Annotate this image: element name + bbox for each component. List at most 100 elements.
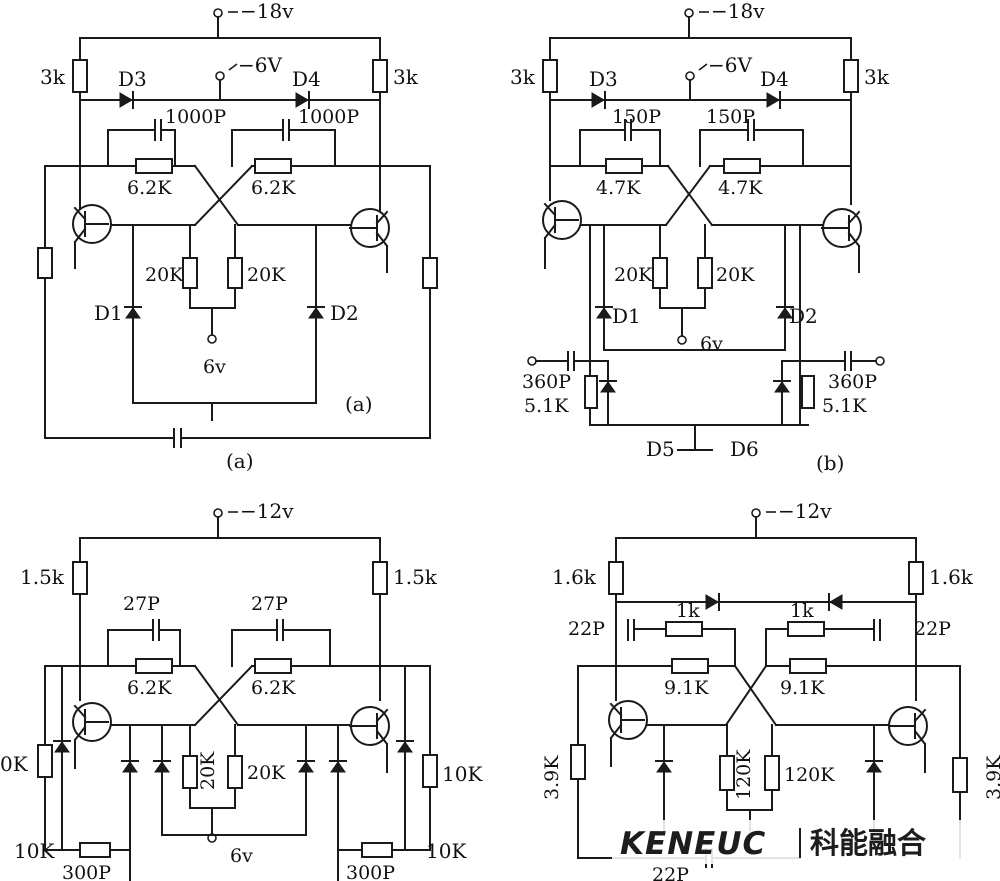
watermark: KENEUC 科能融合 (612, 820, 972, 864)
side-r-label-right-c: 10K (442, 762, 483, 786)
tag-b: (b) (816, 451, 844, 475)
emitter-r-label-left-a: 20K (145, 264, 184, 286)
side-resistor-right-c (422, 754, 438, 788)
diode-4-d (866, 761, 882, 773)
series-r-label-right-d: 1k (790, 600, 814, 622)
base-resistor-left-a (135, 158, 173, 174)
diode-d3-label-a: D3 (118, 67, 147, 91)
bottom-resistor-left-c (79, 842, 111, 858)
circuit-a: −18v 3k 3k D3 D4 −6V 1000P (37, 0, 438, 473)
cap-label-left-b: 150P (612, 106, 661, 128)
collector-r-label-right-b: 3k (864, 65, 890, 89)
emitter-r-label-left-b: 20K (614, 264, 653, 286)
base-r-label-right-a: 6.2K (251, 177, 296, 199)
diode-d3-a (119, 92, 133, 108)
supply-label-b: −18v (711, 0, 765, 23)
side-r-label-left-d: 3.9K (541, 755, 563, 800)
collector-resistor-right-c (372, 561, 388, 595)
diode-d2-a (308, 307, 324, 319)
collector-resistor-left-b (542, 59, 558, 93)
base-resistor-left-b (605, 158, 643, 174)
trigger-r-label-right-b: 5.1K (822, 395, 867, 417)
diode-d5-b (600, 381, 616, 393)
base-r-label-right-b: 4.7K (718, 177, 763, 199)
base-resistor-left-c (135, 658, 173, 674)
diode-3-c (298, 761, 314, 773)
trigger-r-label-left-b: 5.1K (524, 395, 569, 417)
collector-resistor-right-a (372, 59, 388, 93)
bottom-cap-label-right-c: 300P (346, 862, 395, 881)
diode-side-right-c (397, 741, 413, 753)
diode-1-d (705, 594, 719, 610)
trigger-resistor-left-b (584, 375, 598, 409)
collector-r-label-left-a: 3k (40, 65, 66, 89)
mid-supply-label-a: −6V (238, 53, 282, 77)
bias-label-b: 6v (700, 333, 723, 355)
diode-d1-label-b: D1 (612, 304, 641, 328)
collector-r-label-left-b: 3k (510, 65, 536, 89)
base-r-label-left-d: 9.1K (664, 677, 709, 699)
trigger-cap-label-left-b: 360P (522, 371, 571, 393)
base-r-label-left-b: 4.7K (596, 177, 641, 199)
emitter-r-label-right-b: 20K (716, 264, 755, 286)
side-resistor-right-a (422, 257, 438, 289)
base-r-label-left-c: 6.2K (127, 677, 172, 699)
series-r-label-left-d: 1k (676, 600, 700, 622)
collector-resistor-left-a (72, 59, 88, 93)
bottom-cap-label-left-c: 300P (62, 862, 111, 881)
diode-2-d (829, 594, 843, 610)
diode-d4-label-a: D4 (292, 67, 321, 91)
bottom-r-label-right-c: 10K (426, 839, 467, 863)
bottom-r-label-left-c: 10K (14, 839, 55, 863)
diode-d2-b (777, 307, 793, 319)
circuit-d: −12v 1.6k 1.6k 22P 1k 1k 22P (541, 499, 1000, 881)
diode-d6-b (774, 381, 790, 393)
mid-supply-label-b: −6V (708, 53, 752, 77)
diode-d4-b (766, 92, 780, 108)
emitter-resistor-left-c (182, 755, 198, 789)
cap-label-left-a: 1000P (165, 106, 226, 128)
diode-d6-label-b: D6 (730, 437, 759, 461)
diode-d2-label-b: D2 (789, 304, 818, 328)
base-r-label-left-a: 6.2K (127, 177, 172, 199)
emitter-resistor-left-d (719, 755, 735, 791)
emitter-r-label-right-c: 20K (247, 762, 286, 784)
base-r-label-right-c: 6.2K (251, 677, 296, 699)
diode-side-left-c (54, 741, 70, 753)
side-resistor-left-c (37, 744, 53, 778)
tag-inner-a: (a) (345, 392, 373, 416)
collector-resistor-left-c (72, 561, 88, 595)
side-r-label-right-d: 3.9K (983, 755, 1000, 800)
emitter-resistor-left-a (182, 257, 198, 289)
cap-label-left-d: 22P (568, 618, 605, 640)
trigger-resistor-right-b (801, 375, 815, 409)
diode-d4-label-b: D4 (760, 67, 789, 91)
emitter-resistor-right-b (697, 257, 713, 289)
emitter-resistor-right-c (227, 755, 243, 789)
diode-1-c (122, 761, 138, 773)
watermark-cjk: 科能融合 (810, 826, 926, 860)
base-resistor-right-d (789, 658, 827, 674)
base-resistor-right-b (723, 158, 761, 174)
emitter-r-label-right-d: 120K (784, 764, 835, 786)
supply-label-c: −12v (240, 499, 294, 523)
emitter-resistor-right-d (764, 755, 780, 791)
side-r-label-left-c: 0K (0, 752, 29, 776)
collector-resistor-left-d (608, 561, 624, 595)
bias-label-c: 6v (230, 845, 253, 867)
collector-r-label-right-c: 1.5k (393, 565, 438, 589)
collector-resistor-right-d (908, 561, 924, 595)
bottom-resistor-right-c (361, 842, 393, 858)
emitter-resistor-left-b (652, 257, 668, 289)
collector-r-label-left-d: 1.6k (552, 565, 597, 589)
tag-outer-a: (a) (226, 449, 254, 473)
diode-d1-label-a: D1 (94, 301, 123, 325)
diode-4-c (330, 761, 346, 773)
series-resistor-left-d (665, 621, 703, 637)
diode-d1-a (125, 307, 141, 319)
cap-label-right-d: 22P (914, 618, 951, 640)
cap-label-right-a: 1000P (298, 106, 359, 128)
cap-label-right-b: 150P (706, 106, 755, 128)
cap-label-left-c: 27P (123, 593, 160, 615)
